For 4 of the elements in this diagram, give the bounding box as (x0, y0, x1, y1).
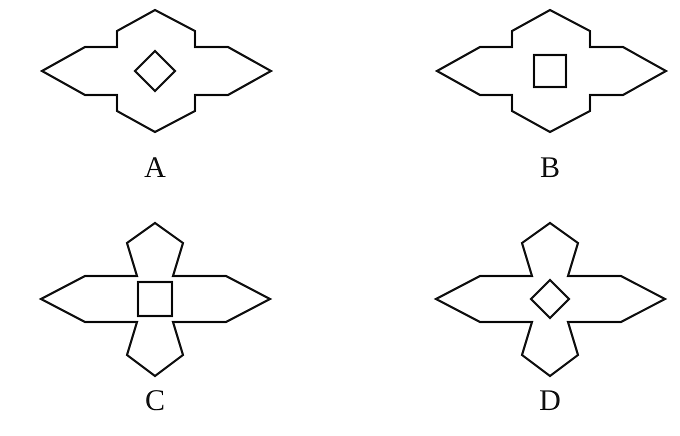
option-letter: B (540, 152, 560, 184)
option-letter: A (144, 152, 166, 184)
option-letter: D (539, 385, 561, 417)
option-letter: C (145, 385, 165, 417)
